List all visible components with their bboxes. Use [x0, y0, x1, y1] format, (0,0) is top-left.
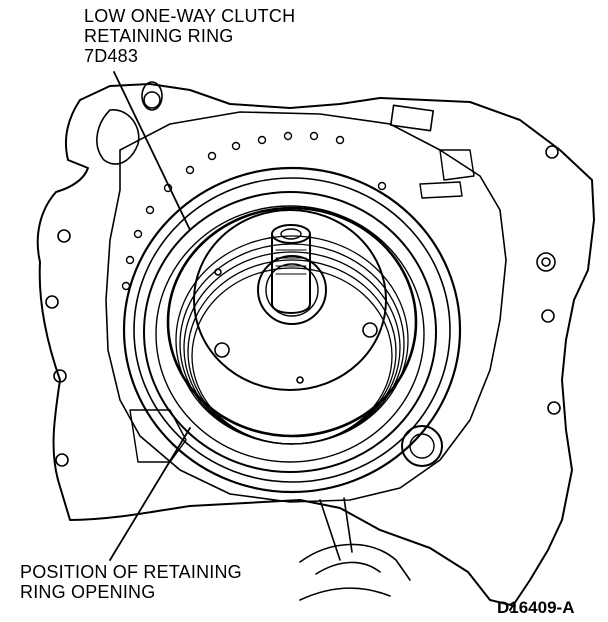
- case-inner-flange: [105, 111, 507, 503]
- case-outline: [36, 99, 516, 607]
- upper-left-boss: [96, 109, 140, 165]
- callout-top-line2: RETAINING RING: [84, 26, 234, 46]
- top-callout-leader-line: [113, 71, 191, 231]
- ring-opening-callout-label: POSITION OF RETAINING RING OPENING: [20, 562, 242, 602]
- clutch-plates: [175, 235, 409, 445]
- right-boss-slot: [390, 104, 434, 132]
- input-shaft: [271, 224, 311, 314]
- retaining-ring-callout-label: LOW ONE-WAY CLUTCH RETAINING RING 7D483: [84, 6, 295, 66]
- case-top-edge: [79, 83, 381, 109]
- case-right-edge: [379, 97, 595, 611]
- boss-cap: [141, 81, 163, 111]
- hub-bolt-holes: [214, 268, 378, 384]
- lower-gear-element: [299, 497, 411, 601]
- right-valve-pocket: [419, 149, 475, 199]
- bottom-callout-leader-line: [109, 427, 191, 561]
- lower-right-boss: [401, 425, 443, 467]
- clutch-drum: [122, 166, 462, 494]
- center-hub: [193, 209, 387, 391]
- figure-identifier: D16409-A: [497, 598, 575, 617]
- callout-bottom-line2: RING OPENING: [20, 582, 156, 602]
- perforated-ring-holes: [121, 131, 387, 291]
- retaining-ring: [166, 206, 418, 438]
- callout-top-line1: LOW ONE-WAY CLUTCH: [84, 6, 296, 26]
- callout-bottom-line1: POSITION OF RETAINING: [20, 562, 242, 582]
- lower-left-case-detail: [129, 409, 187, 463]
- callout-top-line3: 7D483: [84, 46, 139, 66]
- case-bolt-holes: [45, 91, 561, 467]
